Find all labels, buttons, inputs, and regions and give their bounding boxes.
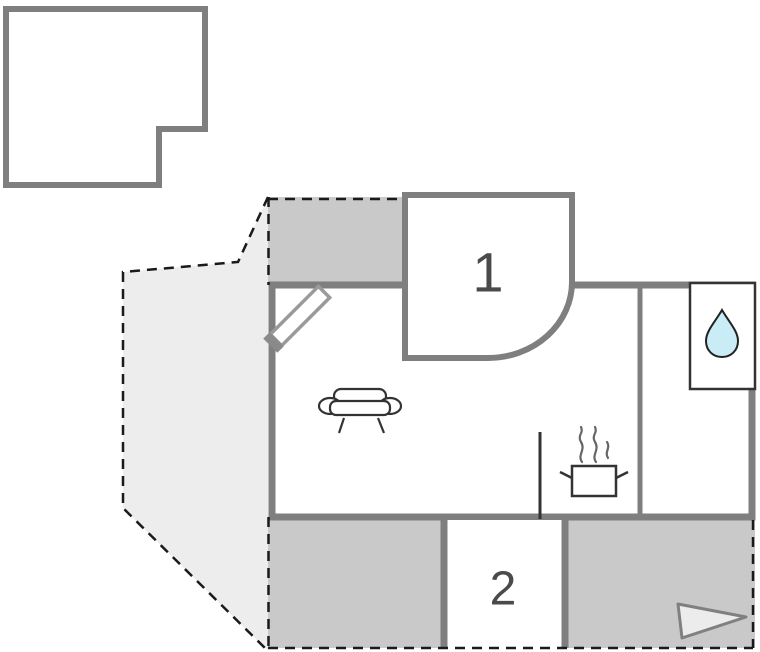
- detached-building-outline: [3, 6, 208, 188]
- dashed-boundary: [267, 197, 755, 650]
- room-2: 2: [440, 520, 569, 648]
- room-2-label: 2: [490, 563, 517, 616]
- room-2-area: [444, 520, 565, 648]
- door-icon: [263, 283, 333, 353]
- room-1: 1: [402, 192, 575, 361]
- bathroom-fixture: [688, 281, 757, 391]
- terrace-top: [268, 197, 408, 285]
- triangle-pointer-icon: [676, 602, 748, 640]
- plot-dashed-edge: [121, 196, 270, 650]
- water-drop-icon: [704, 308, 740, 359]
- plot-boundary: [121, 196, 270, 650]
- room-1-label: 1: [472, 241, 503, 304]
- room-1-outline: [402, 192, 575, 361]
- plot-area: [123, 197, 268, 650]
- terrace-top-area: [268, 197, 408, 285]
- sofa-icon: [317, 387, 403, 434]
- stove-icon: [559, 425, 629, 498]
